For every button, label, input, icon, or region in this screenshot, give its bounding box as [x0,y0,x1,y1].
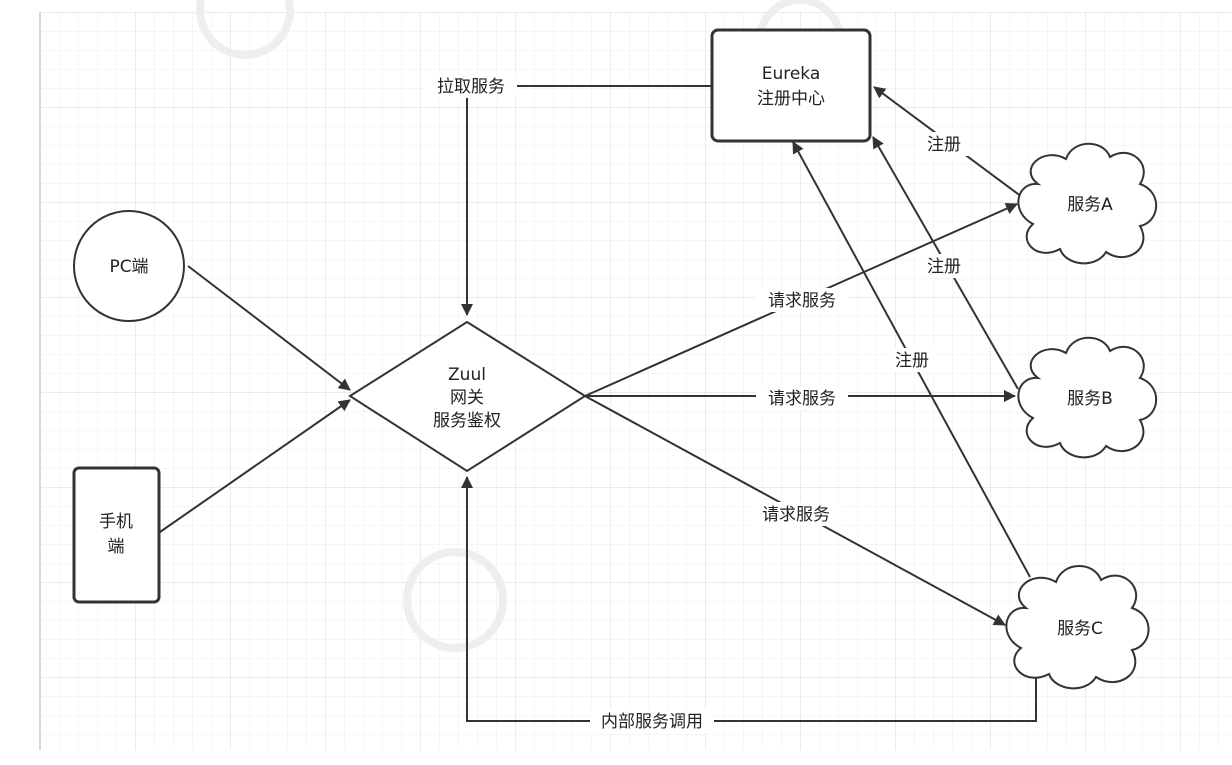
edge-label-request-c: 请求服务 [762,505,830,525]
node-service-c[interactable]: 服务C [1005,565,1150,690]
node-zuul-diamond [348,320,587,473]
edge-label-bg [425,74,517,98]
edge-label-register-a: 注册 [927,135,961,155]
edge-label-bg [756,288,848,312]
edge-label-request-a: 请求服务 [768,291,836,311]
node-eureka-subtitle: 注册中心 [757,89,825,109]
node-service-a-label: 服务A [1067,195,1113,215]
edge-label-bg [590,709,714,733]
node-zuul-title: Zuul [448,365,486,385]
edge-label-bg [750,502,842,526]
node-pc-circle [73,210,185,322]
node-zuul-line2: 网关 [450,388,484,408]
edge-mobile-to-zuul [159,399,351,533]
node-mobile-line1: 手机 [99,512,133,532]
edge-label-bg [756,386,848,410]
edge-label-internal-call: 内部服务调用 [601,712,703,732]
node-service-c-cloud [1005,565,1150,690]
node-zuul-line3: 服务鉴权 [433,411,501,431]
edge-pc-to-zuul [187,265,351,391]
watermark-logo [403,548,507,652]
edge-label-bg [920,132,968,156]
node-service-b[interactable]: 服务B [1017,336,1158,459]
watermark-logo [196,0,294,59]
edge-label-bg [888,348,936,372]
node-zuul[interactable]: Zuul 网关 服务鉴权 [348,320,587,473]
node-service-c-label: 服务C [1057,619,1103,639]
node-eureka[interactable]: Eureka 注册中心 [710,28,872,143]
node-mobile[interactable]: 手机 端 [72,466,161,604]
node-eureka-box [710,28,872,143]
node-pc[interactable]: PC端 [73,210,185,322]
node-service-b-cloud [1017,336,1158,459]
node-mobile-box [72,466,161,604]
edge-internal-call [461,476,1037,722]
node-eureka-title: Eureka [762,64,821,84]
node-mobile-line2: 端 [108,537,125,557]
node-service-b-label: 服务B [1067,389,1113,409]
node-pc-label: PC端 [109,257,148,277]
edge-label-register-c: 注册 [895,351,929,371]
node-service-a[interactable]: 服务A [1017,142,1158,265]
edge-label-register-b: 注册 [927,257,961,277]
node-service-a-cloud [1017,142,1158,265]
edge-label-request-b: 请求服务 [768,389,836,409]
edge-label-pull-service: 拉取服务 [437,77,505,97]
edge-label-bg [920,254,968,278]
